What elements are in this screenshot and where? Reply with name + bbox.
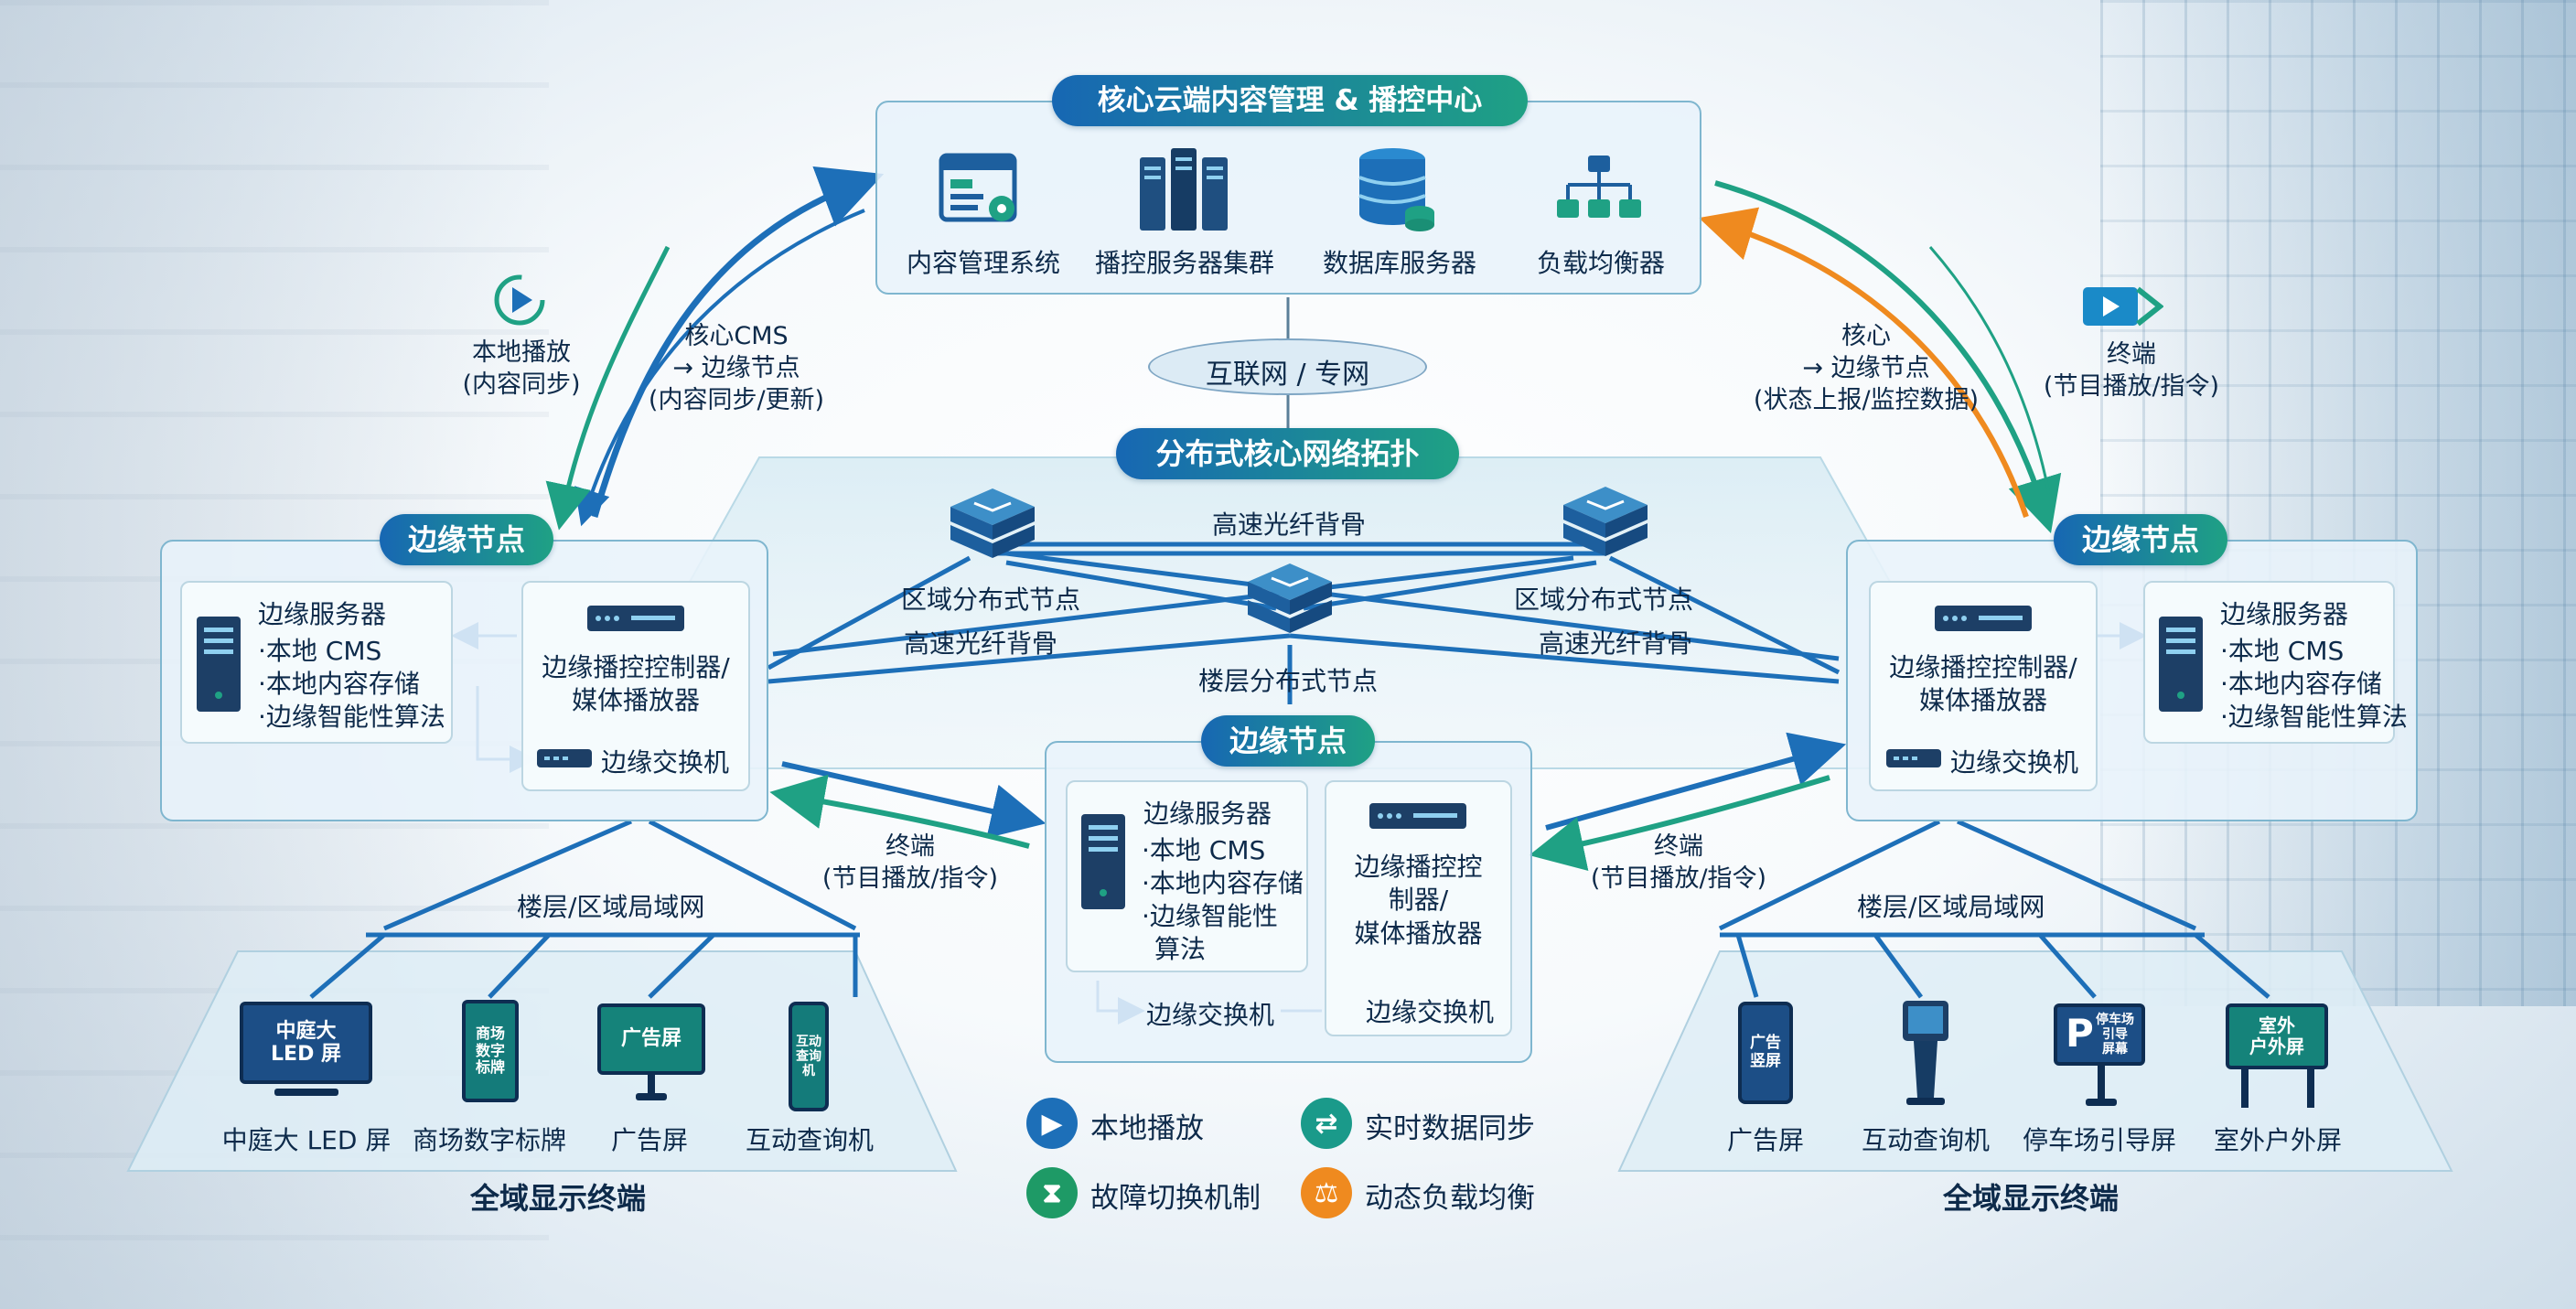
edge-center-server-item: 算法 — [1154, 934, 1207, 964]
flow-label-core-cms: 核心CMS → 边缘节点 (内容同步/更新) — [648, 322, 825, 415]
core-item-label-cms: 内容管理系统 — [906, 248, 1060, 278]
led-stand-icon — [274, 1084, 338, 1097]
edge-left-server-title: 边缘服务器 — [258, 599, 387, 629]
edge-right-server-item: ·边缘智能性算法 — [2220, 702, 2408, 732]
edge-node-center-title: 边缘节点 — [1201, 715, 1375, 767]
left-terminals-title: 全域显示终端 — [469, 1181, 646, 1216]
right-lan-label: 楼层/区域局域网 — [1857, 892, 2045, 922]
parking-p-icon: P — [2066, 1011, 2094, 1056]
left-terminal-label: 广告屏 — [610, 1125, 688, 1155]
server-cluster-icon — [1136, 146, 1231, 234]
kiosk-icon — [1894, 999, 1958, 1109]
edge-center-server-title: 边缘服务器 — [1143, 799, 1272, 829]
legend-label: 实时数据同步 — [1365, 1112, 1535, 1145]
floor-node-icon — [1244, 560, 1336, 644]
right-terminal-label: 互动查询机 — [1861, 1125, 1990, 1155]
left-lan-label: 楼层/区域局域网 — [517, 892, 705, 922]
media-play-icon — [2081, 284, 2164, 329]
left-terminal-label: 商场数字标牌 — [412, 1125, 566, 1155]
parking-stand-icon — [2086, 1066, 2117, 1106]
outdoor-stand-icon — [2232, 1069, 2324, 1110]
legend-label: 本地播放 — [1090, 1112, 1204, 1145]
sync-icon: ⇄ — [1301, 1098, 1352, 1149]
right-terminals-title: 全域显示终端 — [1942, 1181, 2119, 1216]
flow-label-core-monitor: 核心 → 边缘节点 (状态上报/监控数据) — [1753, 322, 1980, 415]
edge-right-controller-label: 边缘播控控制器/ 媒体播放器 — [1889, 652, 2077, 716]
glass-building-backdrop — [2100, 0, 2576, 1006]
edge-center-controller-icon — [1368, 798, 1468, 834]
right-terminal-label: 广告屏 — [1726, 1125, 1804, 1155]
edge-left-server-item: ·本地内容存储 — [258, 669, 420, 699]
load-balancer-icon — [1555, 154, 1643, 227]
edge-center-switch-left-label: 边缘交换机 — [1146, 1000, 1275, 1030]
right-terminal-screen-ad: 广告 竖屏 — [1738, 1002, 1793, 1104]
backbone-top-label: 高速光纤背骨 — [1212, 510, 1367, 540]
edge-center-controller-label: 边缘播控控 制器/ 媒体播放器 — [1354, 852, 1483, 949]
edge-center-server-item: ·边缘智能性 — [1142, 901, 1278, 931]
edge-right-server-icon — [2157, 615, 2205, 714]
backbone-right-label: 高速光纤背骨 — [1539, 628, 1693, 659]
edge-center-server-item: ·本地内容存储 — [1142, 868, 1304, 898]
right-terminal-label: 室外户外屏 — [2213, 1125, 2342, 1155]
edge-right-server-title: 边缘服务器 — [2220, 599, 2349, 629]
flow-label-local-play: 本地播放 (内容同步) — [462, 338, 581, 400]
legend-label: 动态负载均衡 — [1365, 1182, 1535, 1215]
regional-node-left-label: 区域分布式节点 — [901, 585, 1081, 615]
flow-label-terminal-right: 终端 (节目播放/指令) — [2043, 340, 2220, 402]
edge-left-switch-label: 边缘交换机 — [601, 747, 730, 778]
cms-window-icon — [938, 152, 1022, 231]
left-terminal-label: 互动查询机 — [745, 1125, 874, 1155]
edge-center-server-item: ·本地 CMS — [1142, 835, 1266, 865]
edge-left-server-item: ·边缘智能性算法 — [258, 702, 445, 732]
left-terminal-screen-kiosk: 互动 查询 机 — [789, 1002, 829, 1111]
edge-right-controller-icon — [1933, 600, 2034, 637]
flow-label-terminal-mid-left: 终端 (节目播放/指令) — [821, 832, 999, 894]
edge-right-server-item: ·本地内容存储 — [2220, 669, 2382, 699]
edge-left-switch-icon — [535, 746, 594, 771]
left-terminal-screen-led: 中庭大 LED 屏 — [240, 1002, 372, 1084]
edge-center-server-icon — [1079, 812, 1127, 911]
hourglass-icon: ⧗ — [1026, 1167, 1078, 1218]
edge-right-server-item: ·本地 CMS — [2220, 636, 2345, 666]
left-terminal-screen-ad: 广告屏 — [597, 1003, 705, 1075]
edge-center-switch-right-label: 边缘交换机 — [1366, 997, 1495, 1027]
edge-left-controller-label: 边缘播控控制器/ 媒体播放器 — [542, 652, 730, 716]
edge-left-controller-icon — [585, 600, 686, 637]
right-terminal-label: 停车场引导屏 — [2022, 1125, 2176, 1155]
ad-screen-stand-icon — [636, 1075, 667, 1102]
database-icon — [1356, 146, 1438, 234]
topology-title: 分布式核心网络拓扑 — [1116, 428, 1459, 479]
core-item-label-balancer: 负载均衡器 — [1536, 248, 1665, 278]
regional-node-right-icon — [1560, 483, 1651, 567]
legend-label: 故障切换机制 — [1090, 1182, 1261, 1215]
local-play-icon — [492, 273, 547, 327]
edge-node-left-title: 边缘节点 — [380, 514, 553, 565]
left-terminal-label: 中庭大 LED 屏 — [221, 1125, 392, 1155]
right-terminal-screen-parking: 停车场 引导 屏幕 — [2054, 1003, 2145, 1066]
play-circle-icon: ▶ — [1026, 1098, 1078, 1149]
internet-cloud-label: 互联网 / 专网 — [1205, 359, 1370, 391]
regional-node-left-icon — [947, 485, 1038, 569]
internet-cloud — [1148, 338, 1427, 395]
edge-right-switch-icon — [1884, 746, 1943, 771]
right-terminal-screen-outdoor: 室外 户外屏 — [2226, 1003, 2328, 1069]
left-terminal-screen-signage: 商场 数字 标牌 — [462, 1000, 519, 1102]
core-center-title: 核心云端内容管理 & 播控中心 — [1052, 75, 1528, 126]
floor-node-label: 楼层分布式节点 — [1198, 666, 1379, 696]
edge-node-right-title: 边缘节点 — [2054, 514, 2227, 565]
backbone-left-label: 高速光纤背骨 — [904, 628, 1058, 659]
edge-left-server-icon — [195, 615, 242, 714]
core-item-label-database: 数据库服务器 — [1322, 248, 1476, 278]
regional-node-right-label: 区域分布式节点 — [1514, 585, 1694, 615]
balance-icon: ⚖ — [1301, 1167, 1352, 1218]
flow-label-terminal-mid-right: 终端 (节目播放/指令) — [1590, 832, 1767, 894]
edge-right-switch-label: 边缘交换机 — [1950, 747, 2079, 778]
edge-left-server-item: ·本地 CMS — [258, 636, 382, 666]
core-item-label-servers: 播控服务器集群 — [1094, 248, 1274, 278]
